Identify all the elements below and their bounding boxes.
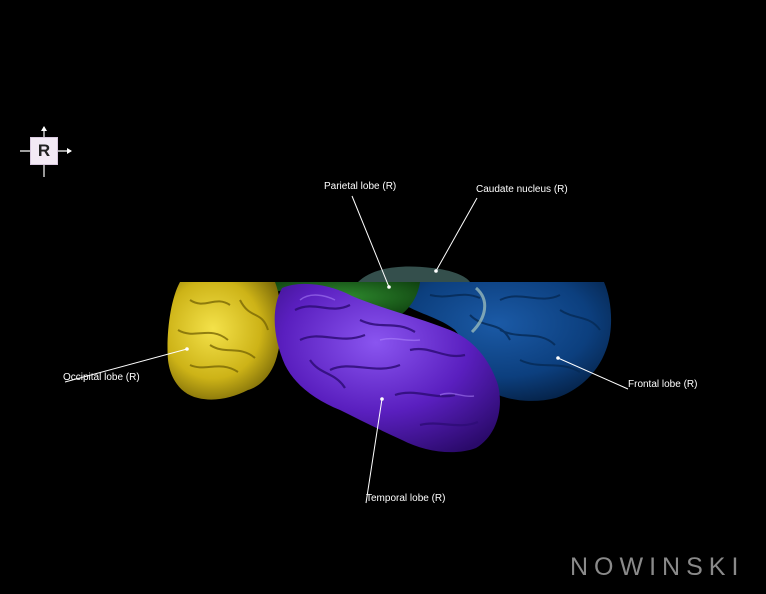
frontal-leader-line xyxy=(557,357,629,390)
occipital-lobe-label: Occipital lobe (R) xyxy=(63,372,140,383)
temporal-lobe-label: Temporal lobe (R) xyxy=(366,493,446,504)
orientation-marker: R xyxy=(20,126,72,178)
orientation-letter: R xyxy=(30,137,58,165)
temporal-leader-line xyxy=(365,398,383,504)
parietal-lobe-label: Parietal lobe (R) xyxy=(324,181,397,192)
parietal-leader-line xyxy=(351,195,390,288)
frontal-lobe-label: Frontal lobe (R) xyxy=(628,379,698,390)
frontal-lobe-shape xyxy=(405,282,612,401)
caudate-leader-line xyxy=(435,197,478,272)
occipital-lobe-shape xyxy=(167,282,282,400)
logo-text: NOWINSKI xyxy=(570,552,745,581)
caudate-nucleus-shape xyxy=(358,266,470,282)
nowinski-logo: NOWINSKI xyxy=(570,552,744,582)
occipital-leader-line xyxy=(64,348,188,383)
caudate-nucleus-label: Caudate nucleus (R) xyxy=(476,184,568,195)
